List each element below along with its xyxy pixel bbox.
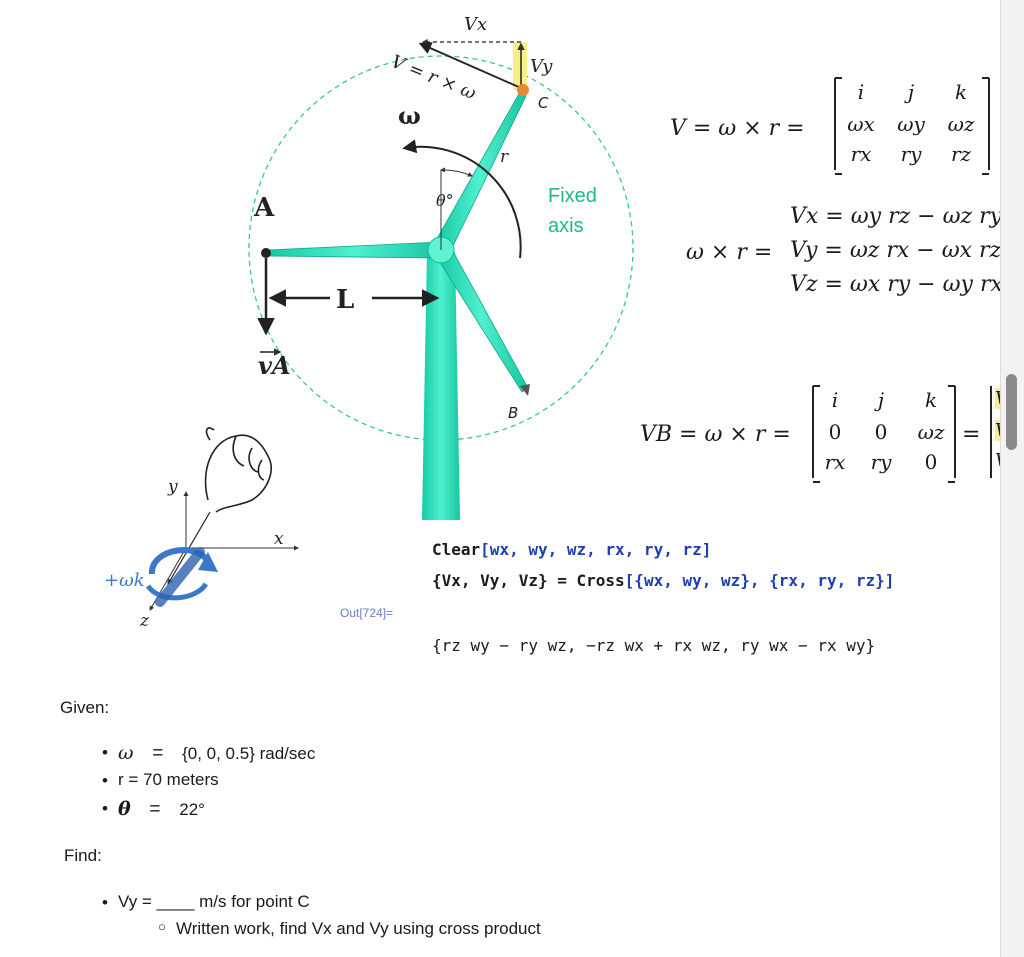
turbine-tower xyxy=(422,252,460,520)
label-x-axis: x xyxy=(274,529,284,549)
vertical-scrollbar[interactable] xyxy=(1000,0,1024,957)
label-l: L xyxy=(336,285,354,315)
equals-sign: = xyxy=(962,422,981,447)
find-label: Find: xyxy=(64,846,102,865)
label-vx: Vx xyxy=(464,14,487,35)
vb-equation: VB = ω × r = xyxy=(640,422,791,447)
point-c xyxy=(517,84,529,96)
point-a xyxy=(261,248,271,258)
code-output: {rz wy − ry wz, −rz wx + rx wz, ry wx − … xyxy=(432,636,876,655)
label-c: C xyxy=(538,94,549,112)
cross-lhs: ω × r = xyxy=(686,240,773,265)
bullet-dot: • xyxy=(102,743,108,762)
given-label: Given: xyxy=(60,698,110,717)
label-omega: ω xyxy=(398,101,421,130)
label-vy: Vy xyxy=(530,56,553,77)
blade-up xyxy=(433,91,527,253)
out-label: Out[724]= xyxy=(340,606,394,620)
label-omega-k: +ωk xyxy=(104,570,145,591)
label-y-axis: y xyxy=(167,477,178,497)
vz-equation: Vz = ωx ry − ωy rx xyxy=(790,272,1003,297)
blade-left xyxy=(267,241,442,259)
bullet-dot: • xyxy=(102,799,108,818)
matrix-omega-r: i j k ωx ωy ωz rx ry rz xyxy=(834,77,990,175)
matrix-vb: i j k 0 0 ωz rx ry 0 xyxy=(812,385,956,483)
label-v-eq: V = r × ω xyxy=(388,51,479,104)
vx-equation: Vx = ωy rz − ωz ry xyxy=(790,204,1003,229)
label-a: A xyxy=(253,193,275,223)
scrollbar-thumb[interactable] xyxy=(1006,374,1017,450)
label-b: B xyxy=(508,404,518,422)
v-cross-equation: V = ω × r = xyxy=(670,116,805,141)
find-subtask: Written work, find Vx and Vy using cross… xyxy=(176,919,541,938)
label-z-axis: z xyxy=(139,611,150,631)
right-hand-icon xyxy=(204,427,272,513)
label-va: vA xyxy=(258,351,291,380)
label-fixed-axis-1: Fixed xyxy=(548,185,597,207)
bullet-circle: ○ xyxy=(158,919,166,934)
code-line-cross[interactable]: {Vx, Vy, Vz} = Cross[{wx, wy, wz}, {rx, … xyxy=(432,571,895,590)
find-vy: Vy = ____ m/s for point C xyxy=(118,892,310,911)
given-r: r = 70 meters xyxy=(118,770,219,789)
omega-arc xyxy=(402,139,522,259)
vy-highlight xyxy=(513,42,527,90)
label-fixed-axis-2: axis xyxy=(548,215,584,237)
code-line-clear[interactable]: Clear[wx, wy, wz, rx, ry, rz] xyxy=(432,540,712,559)
label-r: r xyxy=(500,147,509,167)
vy-equation: Vy = ωz rx − ωx rz xyxy=(790,238,1002,263)
wind-turbine-diagram: Vx Vy V = r × ω C ω r θ° Fixed axis A L … xyxy=(104,14,634,631)
theta-arc xyxy=(440,167,473,177)
bullet-dot: • xyxy=(102,893,108,912)
given-omega: ω = {0, 0, 0.5} rad/sec xyxy=(118,742,316,764)
label-theta: θ° xyxy=(436,191,454,210)
matrix-result: Vx Vy Vz xyxy=(990,386,1002,478)
given-theta: θ = 22° xyxy=(118,798,205,820)
bullet-dot: • xyxy=(102,771,108,790)
